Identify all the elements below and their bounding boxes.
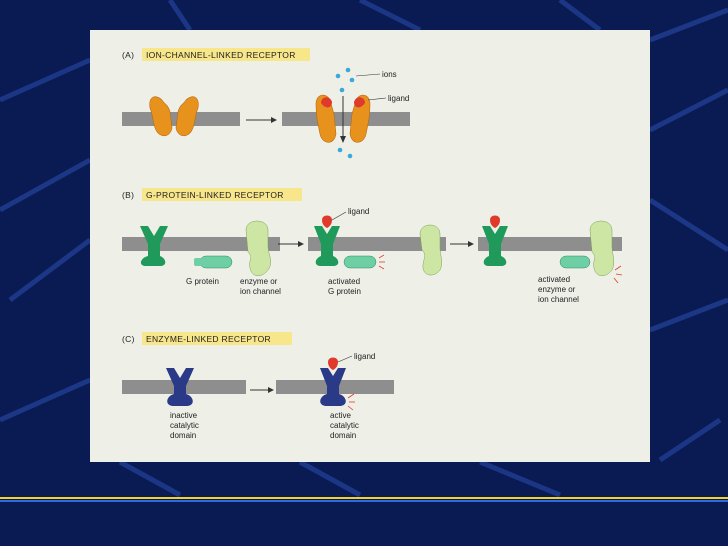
active-line2: catalytic (330, 421, 359, 430)
ligand-a-leader-line (367, 97, 387, 101)
enzyme-receptor-inactive (166, 368, 194, 406)
active-line1: active (330, 411, 351, 420)
ions-leader-line (355, 73, 381, 77)
membrane-b-3 (478, 237, 622, 251)
ligand-b-1 (322, 215, 332, 228)
activation-spark-1 (378, 254, 385, 270)
inactive-line1: inactive (170, 411, 198, 420)
activated-enzyme-line2: enzyme or (538, 285, 576, 294)
panel-b: (B) G-PROTEIN-LINKED RECEPTOR G protein … (122, 188, 623, 304)
panel-b-letter: (B) (122, 190, 134, 200)
panel-c-title: ENZYME-LINKED RECEPTOR (146, 334, 271, 344)
ligand-b-2 (490, 215, 500, 228)
arrow-c (250, 387, 274, 393)
panel-a: (A) ION-CHANNEL-LINKED RECEPTOR (122, 48, 410, 159)
enzyme-inactive (245, 220, 271, 276)
panel-c: (C) ENZYME-LINKED RECEPTOR inactive cata… (122, 332, 394, 440)
panel-c-title-highlight (142, 332, 292, 345)
panel-a-title-highlight (142, 48, 310, 61)
ligand-b-label: ligand (348, 207, 369, 216)
g-protein-bound (559, 255, 591, 269)
background-streaks (0, 0, 728, 498)
g-receptor-inactive (140, 226, 168, 266)
g-receptor-active (314, 226, 340, 266)
panel-c-letter: (C) (122, 334, 135, 344)
g-receptor-active-2 (482, 226, 508, 266)
panel-a-letter: (A) (122, 50, 134, 60)
activated-g-line2: G protein (328, 287, 361, 296)
ligand-a-right (354, 97, 365, 108)
ligand-a-label: ligand (388, 94, 409, 103)
panel-b-title-highlight (142, 188, 302, 201)
figure-panel: (A) ION-CHANNEL-LINKED RECEPTOR (90, 30, 650, 462)
arrow-a (246, 117, 277, 123)
ligand-c-label: ligand (354, 352, 375, 361)
enzyme-label-line2: ion channel (240, 287, 281, 296)
activated-g-line1: activated (328, 277, 360, 286)
ligand-c-leader-line (337, 355, 353, 363)
ion-flow-arrow (340, 96, 346, 143)
activation-spark-3 (347, 393, 355, 411)
inactive-line2: catalytic (170, 421, 199, 430)
g-protein-label: G protein (186, 277, 219, 286)
enzyme-label-line1: enzyme or (240, 277, 278, 286)
arrow-b-1 (278, 241, 304, 247)
activated-enzyme-line3: ion channel (538, 295, 579, 304)
ion-channel-closed (149, 96, 199, 137)
ions (335, 67, 355, 159)
enzyme-activated (589, 220, 615, 276)
membrane-a-right (282, 112, 410, 126)
footer-divider-yellow (0, 497, 728, 499)
ligand-c (328, 357, 338, 370)
panel-a-title: ION-CHANNEL-LINKED RECEPTOR (146, 50, 296, 60)
enzyme-inactive-2 (419, 224, 443, 276)
ion-channel-open (315, 94, 371, 143)
inactive-line3: domain (170, 431, 196, 440)
arrow-b-2 (450, 241, 474, 247)
g-protein-inactive (199, 255, 233, 269)
enzyme-receptor-active (320, 368, 346, 406)
activation-spark-2 (613, 265, 623, 284)
membrane-b-2 (308, 237, 446, 251)
g-protein-tail-inactive (194, 258, 202, 266)
activated-enzyme-line1: activated (538, 275, 570, 284)
g-protein-activated (343, 255, 377, 269)
ligand-a-left (321, 97, 332, 108)
active-line3: domain (330, 431, 356, 440)
panel-b-title: G-PROTEIN-LINKED RECEPTOR (146, 190, 284, 200)
ligand-b-1-leader-line (331, 211, 347, 221)
footer-divider-blue (0, 500, 728, 502)
ions-label: ions (382, 70, 397, 79)
